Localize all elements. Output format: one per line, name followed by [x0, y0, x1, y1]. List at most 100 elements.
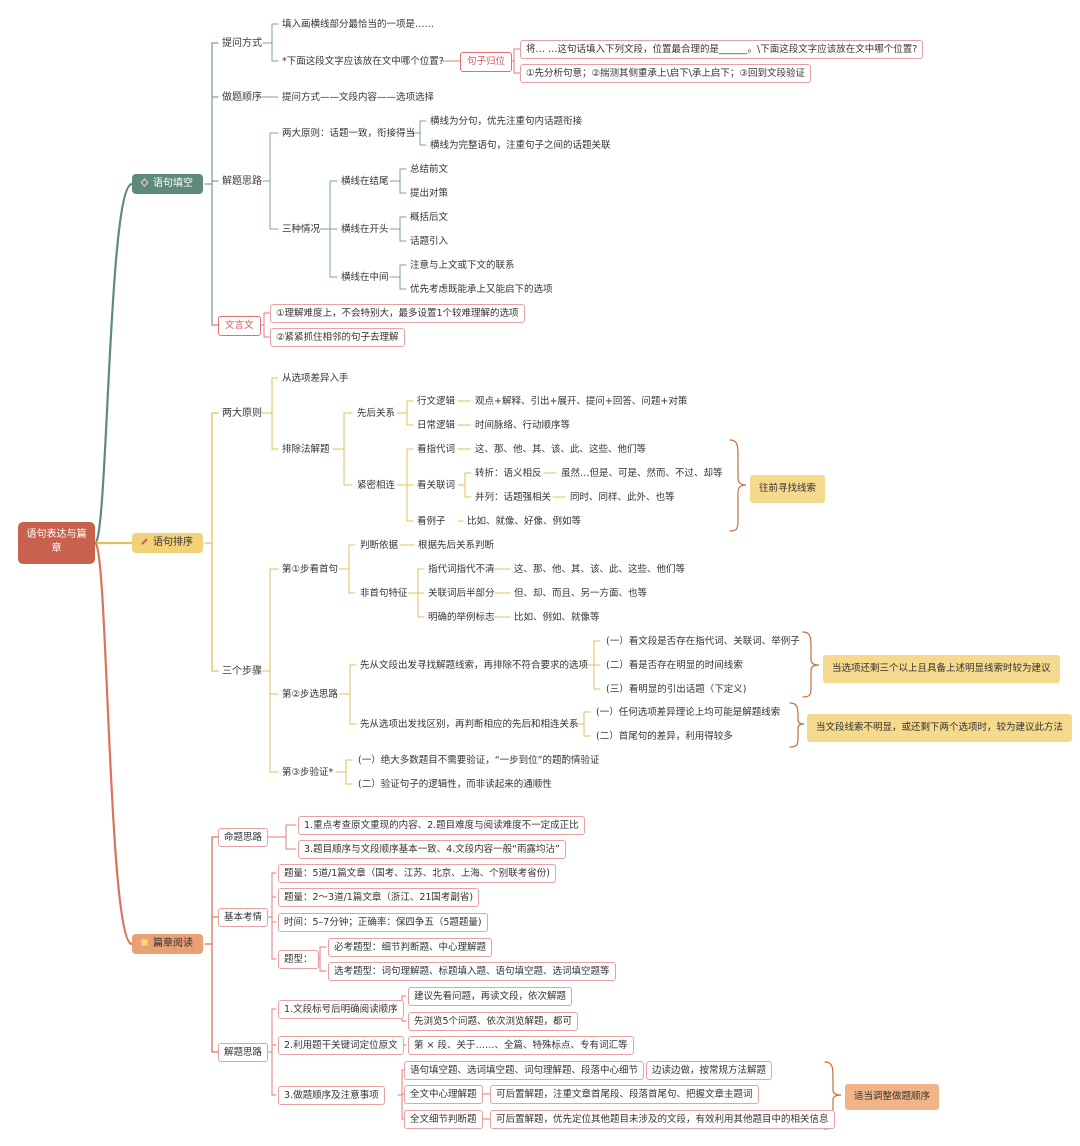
note-look-back: 往前寻找线索: [750, 475, 826, 503]
path-2-a: (一）任何选项差异理论上均可能是解题线索: [596, 707, 781, 718]
path-1-a: (一）看文段是否存在指代词、关联词、举例子: [606, 636, 800, 647]
case-mid: 横线在中间: [341, 272, 389, 283]
proposition-1: 1.重点考查原文重现的内容、2.题目难度与阅读难度不一定成正比: [298, 816, 585, 835]
sequence: 先后关系: [357, 408, 396, 419]
pin-icon: [140, 178, 149, 187]
daily-logic-value: 时间脉络、行动顺序等: [475, 420, 571, 431]
idea-3-c-value: 可后置解题，优先定位其他题目未涉及的文段，有效利用其他题目中的相关信息: [490, 1110, 835, 1129]
idea-1-a: 建议先看问题，再读文段，依次解题: [408, 987, 573, 1006]
order-label: 做题顺序: [222, 92, 262, 103]
step-3: 第③步验证*: [282, 767, 334, 778]
question-1: 填入画横线部分最恰当的一项是……: [282, 19, 435, 30]
idea-3-b-value: 可后置解题，注重文章首尾段、段落首尾句、把握文章主题词: [490, 1085, 759, 1104]
path-1-b: (二）看是否存在明显的时间线索: [606, 660, 743, 671]
non-first-3-value: 比如、例如、就像等: [514, 612, 600, 623]
branch-title: 语句填空: [153, 178, 193, 189]
non-first-3: 明确的举例标志: [428, 612, 495, 623]
order-value: 提问方式——文段内容——选项选择: [282, 92, 435, 103]
note-adjust-order: 适当调整做题顺序: [845, 1084, 940, 1110]
branch-sentence-fill[interactable]: 语句填空: [132, 174, 203, 194]
basic-4-a: 必考题型：细节判断题、中心理解题: [328, 938, 493, 957]
branch-passage-reading[interactable]: 篇章阅读: [132, 934, 203, 954]
case-end-a: 总结前文: [410, 164, 449, 175]
judge-basis: 判断依据: [360, 540, 399, 551]
idea-3-a-value: 边读边做，按常规方法解题: [646, 1061, 773, 1080]
path-2-b: (二）首尾句的差异，利用得较多: [596, 731, 733, 742]
square-icon: [141, 939, 148, 946]
note-path-1: 当选项还剩三个以上且具备上述明显线索时较为建议: [823, 655, 1060, 683]
look-conj: 看关联词: [417, 480, 456, 491]
turn: 转折：语义相反: [475, 468, 542, 479]
judge-basis-value: 根据先后关系判断: [418, 540, 495, 551]
path-2: 先从选项出发找区别，再判断相应的先后和相连关系: [360, 719, 579, 730]
parallel-value: 同时、同样、此外、也等: [570, 492, 675, 503]
basic-4: 题型：: [278, 950, 319, 969]
return-tip-2: ①先分析句意；②揣测其侧重承上\启下\承上启下；③回到文段验证: [520, 64, 811, 83]
idea-3-b: 全文中心理解题: [404, 1085, 483, 1104]
text-logic-value: 观点+解释、引出+展开、提问+回答、问题+对策: [475, 396, 688, 407]
step-1: 第①步看首句: [282, 564, 339, 575]
basic-1: 题量：5道/1篇文章（国考、江苏、北京、上海、个别联考省份): [278, 864, 556, 883]
tight-link: 紧密相连: [357, 480, 396, 491]
three-steps: 三个步骤: [222, 666, 262, 677]
exclusion: 排除法解题: [282, 444, 330, 455]
non-first-1: 指代词指代不清: [428, 564, 495, 575]
two-principles-a: 横线为分句，优先注重句内话题衔接: [430, 116, 583, 127]
branch-title: 篇章阅读: [153, 938, 193, 949]
case-start-b: 话题引入: [410, 236, 449, 247]
non-first-2-value: 但、却、而且、另一方面、也等: [514, 588, 648, 599]
tag-sentence-return: 句子归位: [460, 52, 513, 72]
basic-2: 题量：2～3道/1篇文章（浙江、21国考副省): [278, 888, 480, 907]
basic-4-b: 选考题型：词句理解题、标题填入题、语句填空题、选词填空题等: [328, 962, 616, 981]
case-end: 横线在结尾: [341, 176, 389, 187]
classical-tip-2: ②紧紧抓住相邻的句子去理解: [270, 328, 405, 347]
daily-logic: 日常逻辑: [417, 420, 456, 431]
non-first-1-value: 这、那、他、其、该、此、这些、他们等: [514, 564, 686, 575]
case-start: 横线在开头: [341, 224, 389, 235]
path-1: 先从文段出发寻找解题线索，再排除不符合要求的选项: [360, 660, 589, 671]
idea-2: 2.利用题干关键词定位原文: [278, 1036, 404, 1055]
two-principles-label: 两大原则: [222, 408, 262, 419]
idea-3-a: 语句填空题、选词填空题、词句理解题、段落中心细节: [404, 1061, 645, 1080]
branch-title: 语句排序: [153, 537, 193, 548]
question-2: *下面这段文字应该放在文中哪个位置?: [282, 56, 444, 67]
non-first: 非首句特征: [360, 588, 408, 599]
text-logic: 行文逻辑: [417, 396, 456, 407]
idea-label: 解题思路: [222, 176, 262, 187]
look-pronoun-value: 这、那、他、其、该、此、这些、他们等: [475, 444, 647, 455]
idea-3-c: 全文细节判断题: [404, 1110, 483, 1129]
basic-3: 时间：5–7分钟；正确率：保四争五（5题题量): [278, 913, 488, 932]
note-path-2: 当文段线索不明显，或还剩下两个选项时，较为建议此方法: [807, 714, 1073, 742]
branch-sentence-order[interactable]: 语句排序: [132, 533, 203, 553]
non-first-2: 关联词后半部分: [428, 588, 495, 599]
root-topic: 语句表达与篇章: [18, 522, 95, 564]
verify-1: (一）绝大多数题目不需要验证，“一步到位”的题酌情验证: [358, 755, 600, 766]
case-mid-b: 优先考虑既能承上又能启下的选项: [410, 284, 553, 295]
case-end-b: 提出对策: [410, 188, 449, 199]
case-start-a: 概括后文: [410, 212, 449, 223]
basic-label: 基本考情: [218, 908, 269, 927]
idea-label: 解题思路: [218, 1043, 269, 1062]
verify-2: (二）验证句子的逻辑性，而非读起来的通顺性: [358, 779, 552, 790]
two-principles-b: 横线为完整语句，注重句子之间的话题关联: [430, 140, 611, 151]
idea-1: 1.文段标号后明确阅读顺序: [278, 1000, 404, 1019]
two-principles: 两大原则：话题一致，衔接得当: [282, 128, 416, 139]
step-2: 第②步选思路: [282, 689, 339, 700]
look-example: 看例子: [417, 516, 446, 527]
proposition-label: 命题思路: [218, 828, 269, 847]
look-example-value: 比如、就像、好像、例如等: [467, 516, 582, 527]
path-1-c: (三）看明显的引出话题（下定义): [606, 684, 747, 695]
parallel: 并列：话题强相关: [475, 492, 552, 503]
turn-value: 虽然…但是、可是、然而、不过、却等: [561, 468, 723, 479]
pencil-icon: [141, 538, 148, 545]
idea-1-b: 先浏览5个问题、依次浏览解题，都可: [408, 1012, 579, 1031]
idea-3: 3.做题顺序及注意事项: [278, 1086, 385, 1105]
classical-tip-1: ①理解难度上，不会特别大，最多设置1个较难理解的选项: [270, 304, 525, 323]
option-diff: 从选项差异入手: [282, 373, 349, 384]
case-mid-a: 注意与上文或下文的联系: [410, 260, 515, 271]
look-pronoun: 看指代词: [417, 444, 456, 455]
three-cases: 三种情况: [282, 224, 321, 235]
root-title: 语句表达与篇章: [26, 529, 87, 554]
classical-chinese: 文言文: [218, 316, 261, 336]
